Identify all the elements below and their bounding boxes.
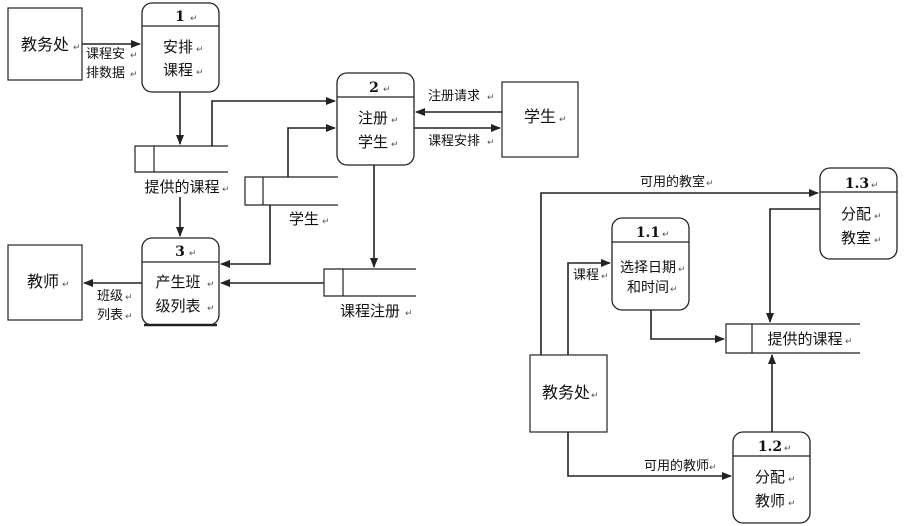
process-1-1-label-line1: 选择日期 [620,260,676,276]
flow-available-teachers-label: 可用的教师 [644,458,709,474]
process-1-2-label-line2: 教师 [755,492,785,510]
left-diagram: 教务处 ↵ 教师 ↵ 学生 ↵ 1 ↵ 安排 课程 ↵ ↵ [7,2,579,327]
process-2-label-line2: 学生 [358,133,388,151]
paragraph-mark: ↵ [662,230,670,240]
paragraph-mark: ↵ [559,115,567,125]
flow-class-list-line1: 班级 [97,289,123,304]
flow-schedule-data-line2: 排数据 [86,66,125,81]
store-offered-courses-left: 提供的课程 ↵ [134,145,230,196]
paragraph-mark: ↵ [874,212,882,222]
entity-teacher-label: 教师 [27,272,59,291]
paragraph-mark: ↵ [591,391,599,401]
process-1-3-label-line1: 分配 [841,205,871,223]
flow-course-schedule-label: 课程安排 [428,134,480,149]
paragraph-mark: ↵ [601,272,609,282]
paragraph-mark: ↵ [207,280,215,290]
paragraph-mark: ↵ [62,280,70,290]
paragraph-mark: ↵ [706,179,714,189]
store-course-registration: 课程注册 ↵ [323,268,416,320]
paragraph-mark: ↵ [670,285,678,295]
process-3: 3 ↵ 产生班 级列表 ↵ ↵ [141,237,220,327]
paragraph-mark: ↵ [487,93,495,103]
paragraph-mark: ↵ [788,475,796,485]
process-3-label-line1: 产生班 [155,273,200,291]
flow-students-store-to-p3 [220,205,271,268]
paragraph-mark: ↵ [125,312,133,322]
paragraph-mark: ↵ [391,116,399,126]
paragraph-mark: ↵ [784,444,792,454]
paragraph-mark: ↵ [222,185,230,195]
right-diagram: 教务处 ↵ 1.1 ↵ 选择日期 和时间 ↵ ↵ 1.3 ↵ 分配 教室 ↵ ↵ [529,167,898,524]
process-1-3-id: 1.3 [845,176,869,192]
paragraph-mark: ↵ [871,181,879,191]
process-1-1-id: 1.1 [636,225,660,241]
paragraph-mark: ↵ [874,236,882,246]
entity-student-label: 学生 [524,107,556,126]
store-course-registration-label: 课程注册 [340,302,400,320]
paragraph-mark: ↵ [190,14,198,24]
process-1-1-label-line2: 和时间 [627,280,669,296]
paragraph-mark: ↵ [196,45,204,55]
process-1-label-line2: 课程 [163,61,193,79]
flow-p11-to-store [650,310,725,343]
paragraph-mark: ↵ [709,463,717,473]
flow-class-list: 班级 列表 ↵ ↵ [83,279,142,323]
flow-store-to-p2 [211,97,336,146]
process-1-1: 1.1 ↵ 选择日期 和时间 ↵ ↵ [611,217,690,311]
process-1-id: 1 [175,9,185,25]
flow-p13-to-store [766,208,820,323]
store-offered-courses-left-label: 提供的课程 [144,178,219,196]
paragraph-mark: ↵ [383,85,391,95]
entity-academic-office-left-label: 教务处 [21,35,69,54]
paragraph-mark: ↵ [487,138,495,148]
paragraph-mark: ↵ [391,140,399,150]
paragraph-mark: ↵ [788,499,796,509]
paragraph-mark: ↵ [125,293,133,303]
paragraph-mark: ↵ [845,337,853,347]
entity-academic-office-right-label: 教务处 [542,383,590,402]
process-1-2-label-line1: 分配 [755,468,785,486]
paragraph-mark: ↵ [405,309,413,319]
flow-students-store-to-p2 [287,124,336,177]
process-1-3: 1.3 ↵ 分配 教室 ↵ ↵ [819,167,898,260]
paragraph-mark: ↵ [73,43,81,53]
flow-registration-request: 注册请求 ↵ [415,89,502,116]
process-2-label-line1: 注册 [358,109,388,127]
paragraph-mark: ↵ [207,304,215,314]
flow-course-schedule: 课程安排 ↵ [414,124,501,149]
flow-course: 课程 ↵ [567,259,611,355]
paragraph-mark: ↵ [130,51,138,61]
process-2-id: 2 [369,80,379,96]
store-students-label: 学生 [289,210,319,228]
flow-available-rooms-label: 可用的教室 [640,174,705,190]
store-students: 学生 ↵ [244,176,338,228]
store-offered-courses-right: 提供的课程 ↵ [725,323,860,354]
process-1-2: 1.2 ↵ 分配 教师 ↵ ↵ [732,431,811,524]
paragraph-mark: ↵ [196,68,204,78]
paragraph-mark: ↵ [322,217,330,227]
process-1-3-label-line2: 教室 [841,229,871,247]
process-1-2-id: 1.2 [758,439,782,455]
paragraph-mark: ↵ [189,249,197,259]
flow-registration-request-label: 注册请求 [428,89,480,104]
flow-available-teachers: 可用的教师 ↵ [567,432,732,480]
paragraph-mark: ↵ [678,265,686,275]
flow-schedule-data-line1: 课程安 [86,47,125,62]
entity-academic-office-right: 教务处 ↵ [529,354,608,433]
process-3-label-line2: 级列表 [155,297,200,315]
process-2: 2 ↵ 注册 学生 ↵ ↵ [336,72,415,166]
process-3-id: 3 [175,244,185,260]
flow-available-rooms: 可用的教室 ↵ [540,174,819,355]
flow-course-label: 课程 [573,268,599,283]
store-offered-courses-right-label: 提供的课程 [767,330,842,348]
process-1: 1 ↵ 安排 课程 ↵ ↵ [141,2,220,93]
entity-academic-office-left: 教务处 ↵ [7,7,83,81]
flow-class-list-line2: 列表 [97,308,123,323]
process-1-label-line1: 安排 [163,38,193,56]
paragraph-mark: ↵ [130,70,138,80]
flow-schedule-data: 课程安 排数据 ↵ ↵ [82,40,141,81]
entity-student: 学生 ↵ [501,81,579,158]
entity-teacher: 教师 ↵ [7,244,83,321]
